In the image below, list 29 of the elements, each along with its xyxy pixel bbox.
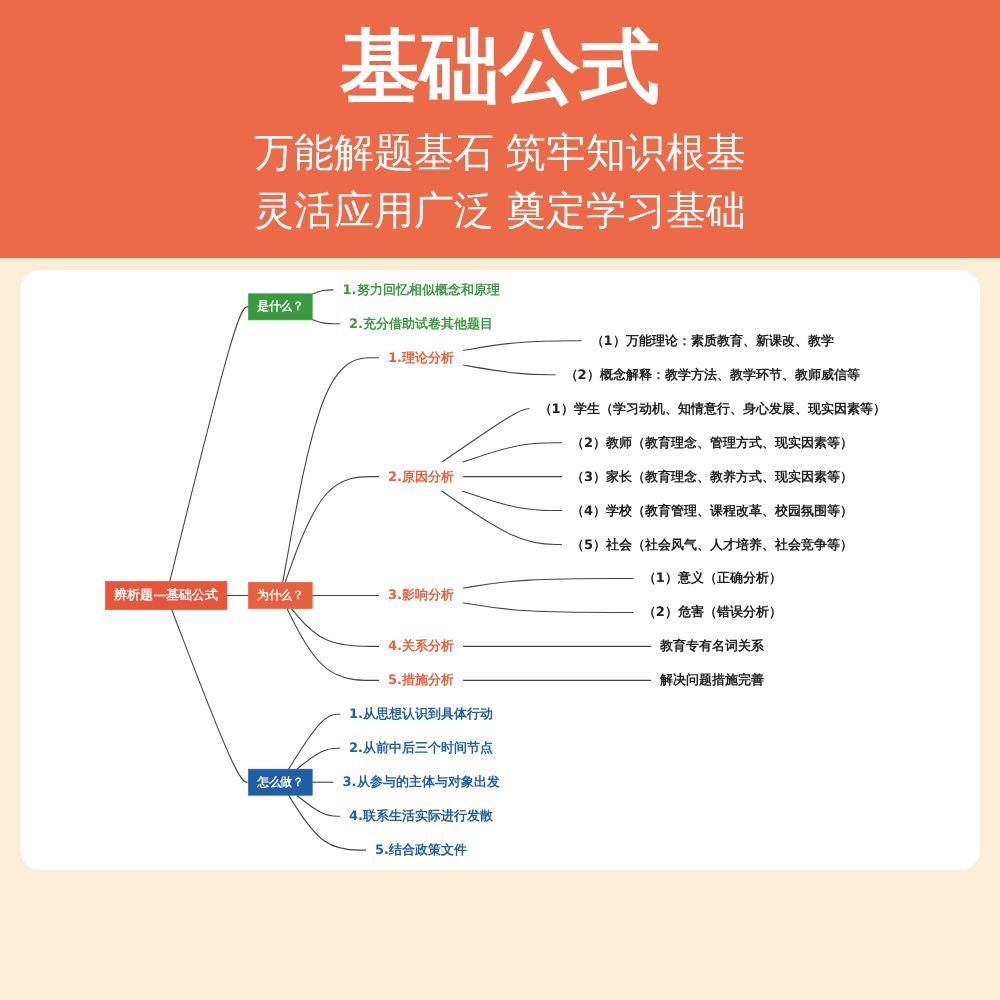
- subtitle: 万能解题基石 筑牢知识根基: [251, 126, 749, 180]
- connector: [311, 318, 341, 325]
- connector: [286, 607, 380, 681]
- subtitle: 灵活应用广泛 奠定学习基础: [251, 184, 749, 238]
- connector: [171, 609, 250, 783]
- connector: [311, 781, 335, 783]
- connector: [461, 442, 563, 464]
- connector: [311, 289, 335, 295]
- connector: [226, 594, 250, 596]
- connector: [169, 306, 250, 582]
- connector: [462, 340, 583, 352]
- connector: [288, 713, 341, 770]
- connector: [296, 747, 341, 770]
- connector: [296, 794, 341, 817]
- connector: [440, 408, 531, 464]
- connector: [290, 607, 380, 647]
- connector: [288, 794, 367, 851]
- connector: [311, 594, 380, 596]
- connector: [462, 602, 635, 613]
- connector: [461, 490, 563, 512]
- connector: [462, 364, 557, 376]
- connector: [282, 357, 380, 583]
- connector: [284, 476, 380, 583]
- title: 基础公式: [338, 20, 662, 118]
- connector: [440, 490, 563, 546]
- connector: [462, 476, 563, 478]
- connector: [462, 645, 653, 647]
- connector: [462, 679, 653, 681]
- connector: [462, 577, 635, 589]
